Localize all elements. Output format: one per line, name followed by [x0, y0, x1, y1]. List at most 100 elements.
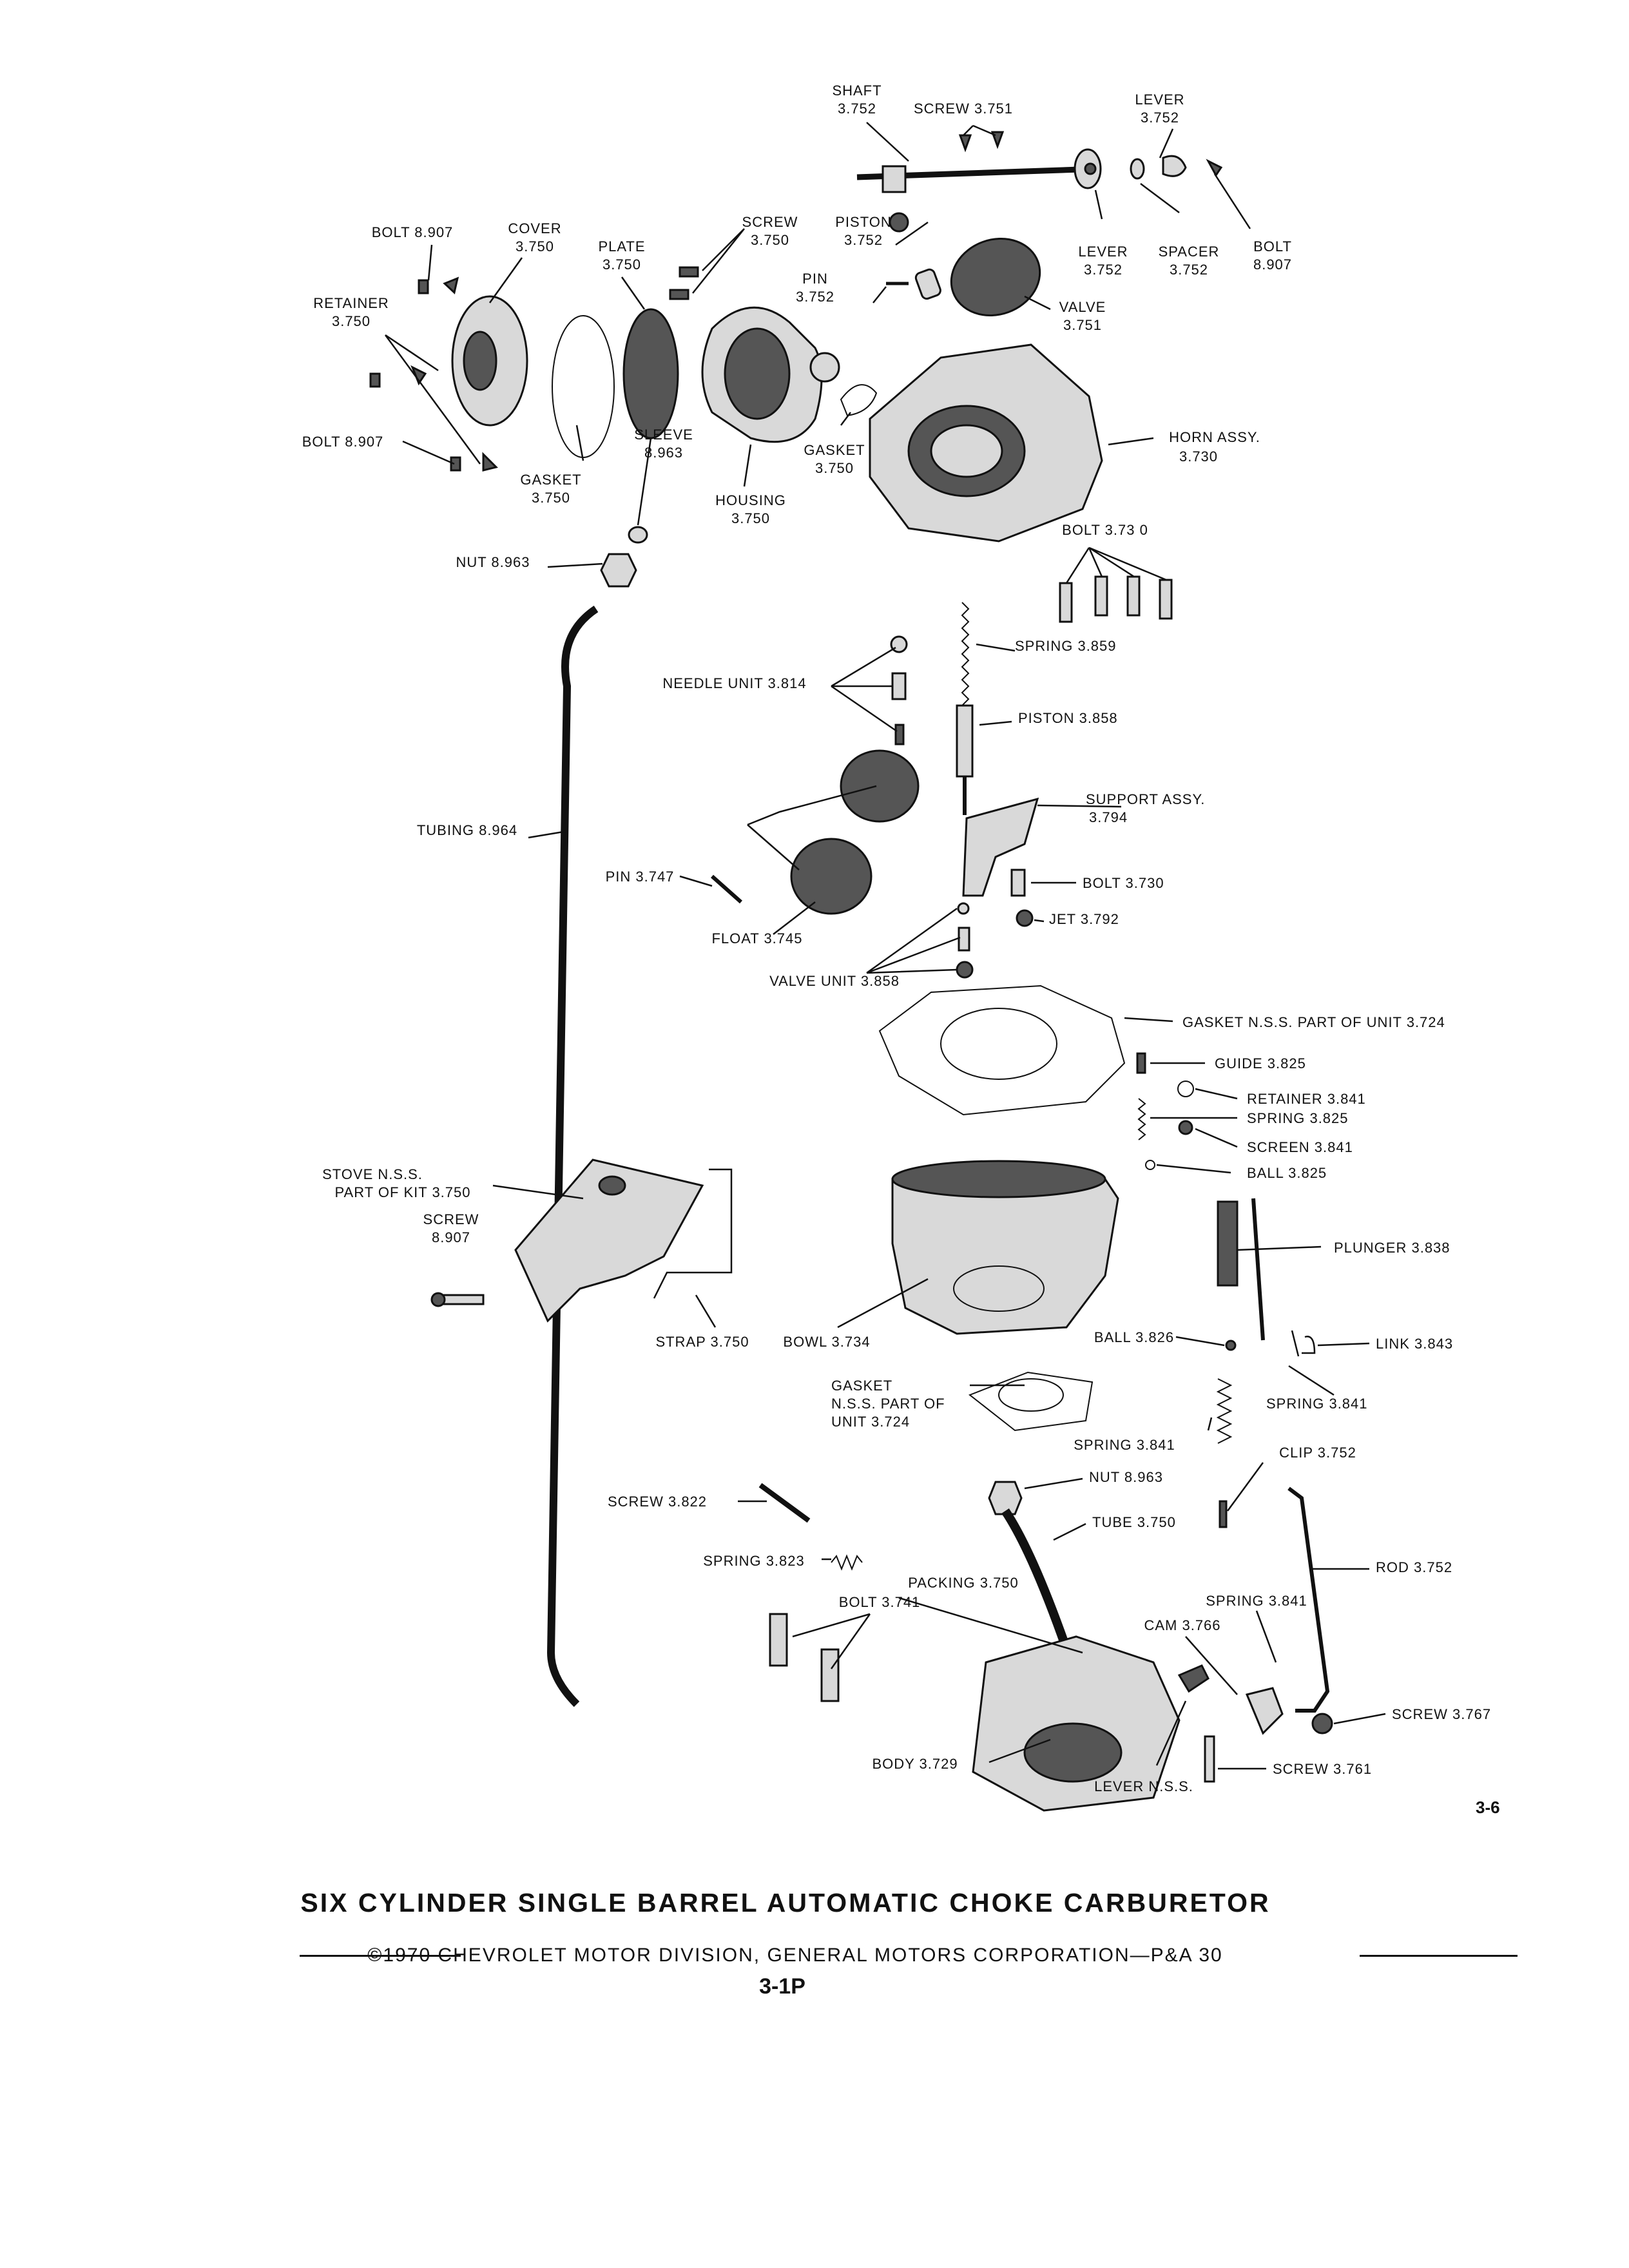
float-pin-part — [711, 874, 742, 904]
screw-3822-part — [758, 1483, 811, 1523]
label-screen: SCREEN 3.841 — [1247, 1139, 1353, 1155]
rule-right — [1360, 1955, 1518, 1957]
label-piston-3752-line1: PISTON — [835, 214, 892, 230]
label-bolt-8907-left: BOLT 8.907 — [302, 434, 384, 450]
page-title: SIX CYLINDER SINGLE BARREL AUTOMATIC CHO… — [300, 1888, 1271, 1917]
label-retainer-3750-line1: RETAINER — [313, 295, 389, 311]
bolt-jet-valve-parts — [956, 869, 1034, 979]
label-shaft-line1: SHAFT — [832, 82, 882, 99]
label-bolt-8907-top: BOLT 8.907 — [372, 224, 454, 240]
clip-rod-parts — [1219, 1486, 1330, 1713]
label-pin-3752-line1: PIN — [802, 271, 828, 287]
label-rod: ROD 3.752 — [1376, 1559, 1452, 1575]
pump-piston-part — [956, 704, 974, 815]
label-retainer-3841: RETAINER 3.841 — [1247, 1091, 1366, 1107]
spring-3823-part — [831, 1554, 863, 1571]
thermostat-cover-part — [451, 295, 528, 427]
screw-3751-part — [958, 131, 1005, 153]
cover-gasket-part — [552, 315, 615, 458]
label-plunger: PLUNGER 3.838 — [1334, 1240, 1451, 1256]
bolt-3741-part — [769, 1613, 840, 1702]
label-spring-3841-bottom: SPRING 3.841 — [1206, 1593, 1307, 1609]
label-valve-unit: VALVE UNIT 3.858 — [769, 973, 900, 989]
label-lever-top-line1: LEVER — [1135, 91, 1184, 108]
strap-part — [653, 1168, 733, 1299]
rule-left — [300, 1955, 461, 1957]
label-cover-line2: 3.750 — [516, 238, 554, 255]
label-spring-3859: SPRING 3.859 — [1015, 638, 1117, 654]
label-pin-3747: PIN 3.747 — [606, 869, 675, 885]
label-screw-3750-line1: SCREW — [742, 214, 798, 230]
label-nut-8963-bottom: NUT 8.963 — [1089, 1469, 1163, 1485]
label-screw-8907-line1: SCREW — [423, 1211, 479, 1227]
page-code: 3-1P — [759, 1974, 805, 1999]
label-valve-3751-line1: VALVE — [1059, 299, 1106, 315]
nut-tube-parts — [988, 1481, 1081, 1693]
metering-spring-part — [961, 602, 970, 706]
label-nut-8963-top: NUT 8.963 — [456, 554, 530, 570]
label-clip: CLIP 3.752 — [1279, 1445, 1356, 1461]
label-plate-line1: PLATE — [598, 238, 645, 255]
label-gasket-3750-top-line1: GASKET — [804, 442, 865, 458]
cover-plate-part — [622, 308, 679, 439]
label-bowl: BOWL 3.734 — [783, 1334, 870, 1350]
label-bolt-3730-top: BOLT 3.73 0 — [1062, 522, 1148, 538]
label-cam: CAM 3.766 — [1144, 1617, 1220, 1633]
label-spring-3823: SPRING 3.823 — [703, 1553, 805, 1569]
horn-bolts-part — [1059, 575, 1173, 623]
retainer-bolt-parts — [369, 266, 699, 472]
label-piston-3858: PISTON 3.858 — [1018, 710, 1118, 726]
label-sleeve-line2: 8.963 — [644, 445, 683, 461]
label-spring-3841-mid: SPRING 3.841 — [1074, 1437, 1175, 1453]
label-tube: TUBE 3.750 — [1092, 1514, 1176, 1530]
label-retainer-3750-line2: 3.750 — [332, 313, 371, 329]
label-gasket-bottom-line2: N.S.S. PART OF — [831, 1396, 945, 1412]
float-part — [747, 749, 920, 915]
label-screw-3751: SCREW 3.751 — [914, 101, 1013, 117]
label-link: LINK 3.843 — [1376, 1336, 1453, 1352]
label-guide: GUIDE 3.825 — [1215, 1055, 1306, 1072]
label-horn-assy-line1: HORN ASSY. — [1169, 429, 1260, 445]
label-tubing: TUBING 8.964 — [417, 822, 517, 838]
label-needle-unit: NEEDLE UNIT 3.814 — [662, 675, 806, 691]
cam-screw-lever-parts — [1177, 1664, 1333, 1783]
label-support-assy-line2: 3.794 — [1089, 809, 1128, 825]
stove-part — [514, 1158, 704, 1323]
sleeve-nut-parts — [600, 526, 648, 588]
label-valve-3751-line2: 3.751 — [1063, 317, 1102, 333]
label-bolt-8907-right-line1: BOLT — [1253, 238, 1292, 255]
label-body: BODY 3.729 — [872, 1756, 958, 1772]
leader-lines — [384, 122, 1386, 1770]
label-screw-3761: SCREW 3.761 — [1273, 1761, 1372, 1777]
stove-screw-part — [430, 1292, 485, 1307]
label-bolt-8907-right-line2: 8.907 — [1253, 256, 1292, 273]
label-cover-line1: COVER — [508, 220, 561, 236]
label-piston-3752-line2: 3.752 — [844, 232, 883, 248]
label-horn-assy-line2: 3.730 — [1179, 448, 1218, 465]
label-gasket-3750-top-line2: 3.750 — [815, 460, 854, 476]
label-lever-top-line2: 3.752 — [1141, 110, 1179, 126]
label-screw-3822: SCREW 3.822 — [608, 1494, 707, 1510]
label-housing-line2: 3.750 — [731, 510, 770, 526]
air-horn-assembly-part — [869, 343, 1103, 543]
needle-unit-parts — [890, 635, 908, 745]
label-gasket-bottom-line1: GASKET — [831, 1378, 892, 1394]
label-shaft-line2: 3.752 — [838, 101, 876, 117]
ball-link-parts — [1225, 1330, 1316, 1357]
label-housing-line1: HOUSING — [715, 492, 786, 508]
label-stove-line2: PART OF KIT 3.750 — [334, 1184, 470, 1200]
label-bolt-3730-mid: BOLT 3.730 — [1083, 875, 1164, 891]
label-ball-3825: BALL 3.825 — [1247, 1165, 1327, 1181]
pump-plunger-part — [1217, 1198, 1265, 1341]
label-ball-3826: BALL 3.826 — [1094, 1329, 1174, 1345]
label-screw-8907-line2: 8.907 — [432, 1229, 470, 1245]
figure-number: 3-6 — [1476, 1798, 1500, 1817]
label-gasket-nss-3724: GASKET N.S.S. PART OF UNIT 3.724 — [1182, 1014, 1445, 1030]
choke-shaft-part — [856, 165, 1099, 233]
choke-valve-part — [950, 237, 1041, 317]
choke-piston-part — [886, 268, 941, 300]
throttle-body-part — [972, 1635, 1181, 1812]
label-gasket-bottom-line3: UNIT 3.724 — [831, 1414, 910, 1430]
pump-spring-part — [1216, 1378, 1233, 1444]
